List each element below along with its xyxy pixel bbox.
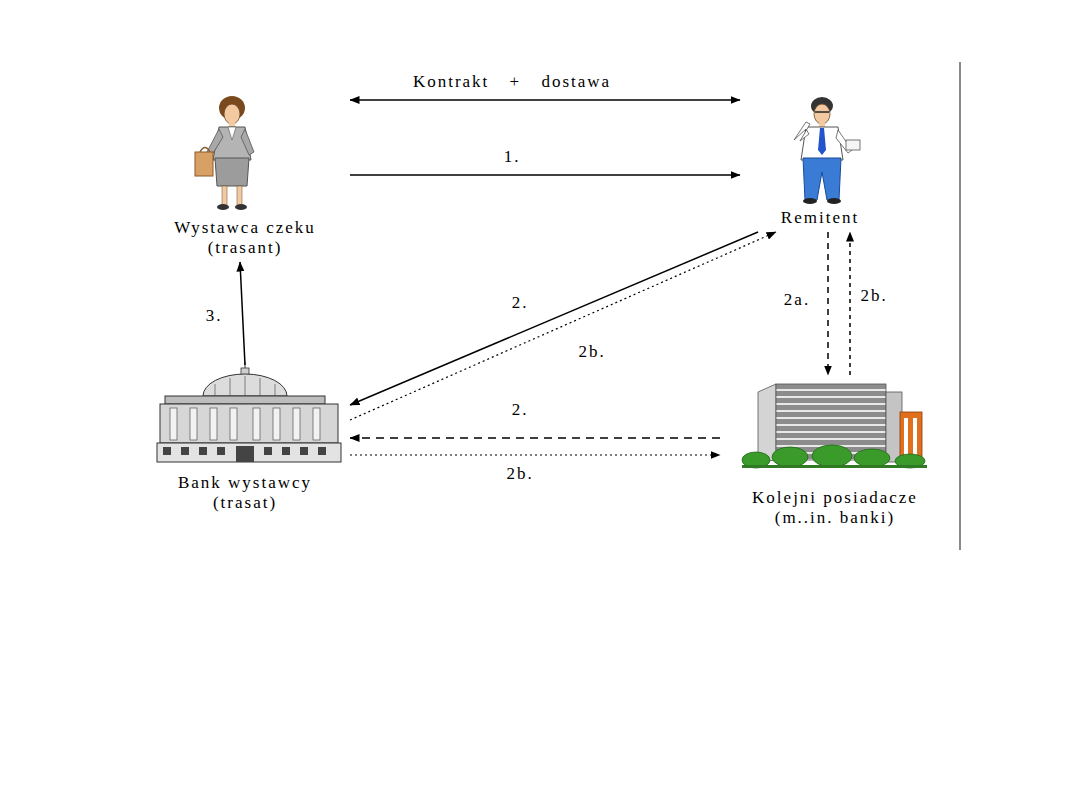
node-label: Kolejni posiadacze (m..in. banki) <box>733 488 938 528</box>
flow-arrow <box>350 454 720 455</box>
flow-arrow <box>827 232 829 375</box>
flow-arrow <box>350 437 720 439</box>
woman-figure <box>195 96 254 210</box>
edge-label: 2b. <box>575 342 608 362</box>
flow-arrow <box>240 262 245 365</box>
man-figure <box>794 97 860 204</box>
edge-label: 2b. <box>503 464 536 484</box>
figure-node: Kolejni posiadacze (m..in. banki) <box>720 375 950 532</box>
figure-node: Bank wystawcy (trasat) <box>140 365 350 517</box>
bank-building <box>157 362 341 462</box>
figure-node: Wystawca czeku (trasant) <box>140 90 350 262</box>
edge-label: Kontrakt + dostawa <box>410 72 614 92</box>
figure-node: Remitent <box>740 90 900 232</box>
flow-arrow <box>849 232 851 375</box>
node-label: Remitent <box>745 208 895 228</box>
flow-arrow <box>350 174 740 176</box>
node-label: Wystawca czeku (trasant) <box>158 218 333 258</box>
edge-label: 2b. <box>857 286 890 306</box>
edge-label: 3. <box>203 306 226 326</box>
flow-arrow <box>350 232 758 405</box>
edge-label: 2. <box>509 400 532 420</box>
office-building <box>742 384 927 468</box>
flow-arrow <box>350 232 776 420</box>
flow-arrow <box>350 99 740 101</box>
edge-label: 2. <box>509 293 532 313</box>
edge-label: 2a. <box>781 290 813 310</box>
frame-line <box>959 62 961 550</box>
edge-label: 1. <box>501 147 524 167</box>
node-label: Bank wystawcy (trasat) <box>158 473 333 513</box>
